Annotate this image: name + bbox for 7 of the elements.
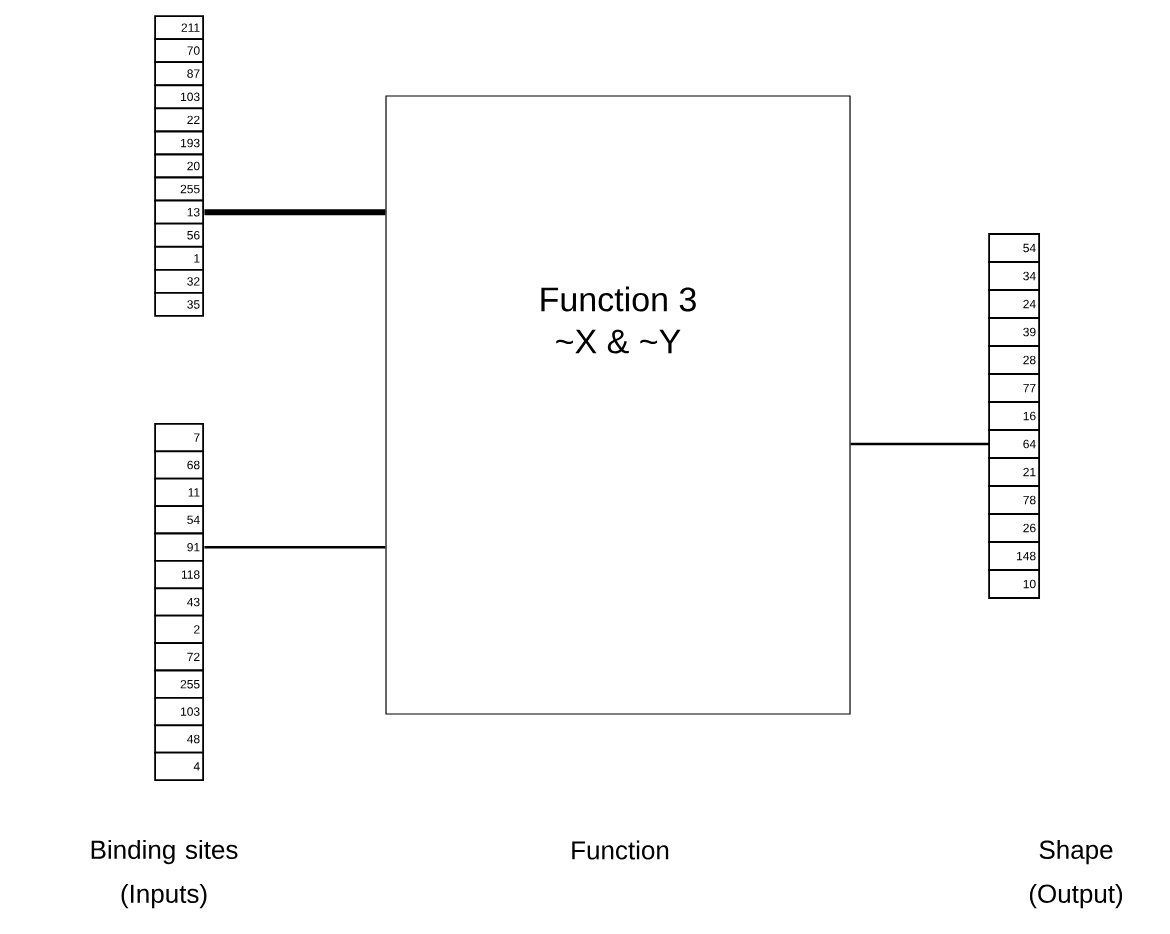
connector-line <box>204 209 386 216</box>
function-box: Function 3 ~X & ~Y <box>385 95 851 715</box>
connector-line <box>204 546 386 549</box>
caption: Function <box>572 840 669 860</box>
caption: Binding sites (Inputs) <box>91 839 238 909</box>
connector-line <box>850 442 990 446</box>
caption: Shape (Output) <box>1029 839 1123 909</box>
